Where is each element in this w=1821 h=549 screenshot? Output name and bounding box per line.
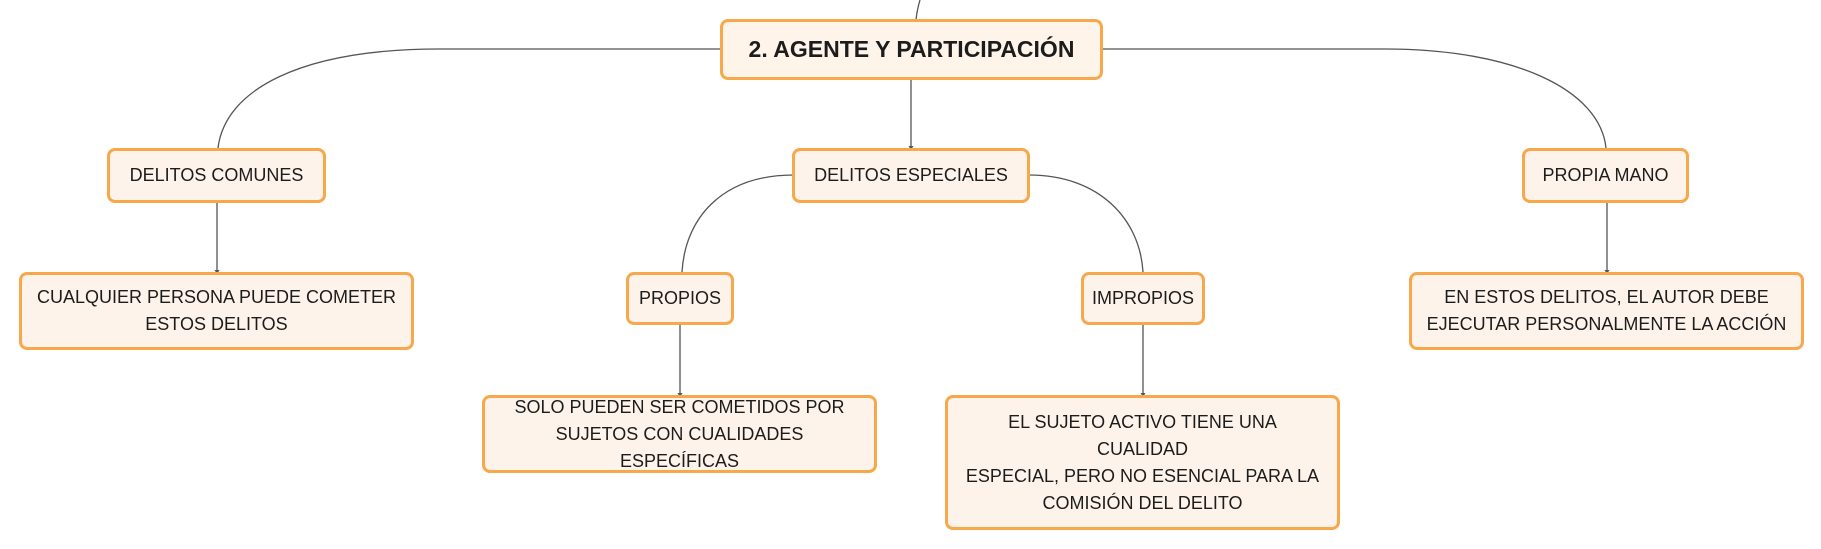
connector-root-delitos-comunes: [217, 48, 722, 149]
leaf-impropios[interactable]: EL SUJETO ACTIVO TIENE UNA CUALIDAD ESPE…: [945, 395, 1340, 530]
branch-propia-mano[interactable]: PROPIA MANO: [1522, 148, 1689, 203]
leaf-propia-mano[interactable]: EN ESTOS DELITOS, EL AUTOR DEBE EJECUTAR…: [1409, 272, 1804, 350]
connector-root-propia-mano: [1101, 48, 1607, 149]
connector-especiales-impropios: [1028, 174, 1144, 273]
branch-delitos-especiales-label: DELITOS ESPECIALES: [814, 165, 1008, 185]
sub-branch-impropios-label: IMPROPIOS: [1092, 288, 1195, 308]
leaf-delitos-comunes-text: CUALQUIER PERSONA PUEDE COMETER ESTOS DE…: [36, 287, 397, 334]
sub-branch-propios[interactable]: PROPIOS: [626, 272, 734, 325]
leaf-propios[interactable]: SOLO PUEDEN SER COMETIDOS POR SUJETOS CO…: [482, 395, 877, 473]
branch-propia-mano-label: PROPIA MANO: [1542, 165, 1669, 185]
sub-branch-propios-label: PROPIOS: [638, 288, 722, 308]
root-topic-label: 2. AGENTE Y PARTICIPACIÓN: [748, 36, 1075, 62]
root-topic-node[interactable]: 2. AGENTE Y PARTICIPACIÓN: [720, 19, 1103, 80]
leaf-delitos-comunes[interactable]: CUALQUIER PERSONA PUEDE COMETER ESTOS DE…: [19, 272, 414, 350]
branch-delitos-comunes[interactable]: DELITOS COMUNES: [107, 148, 326, 203]
leaf-propios-text: SOLO PUEDEN SER COMETIDOS POR SUJETOS CO…: [514, 396, 845, 471]
leaf-propia-mano-text: EN ESTOS DELITOS, EL AUTOR DEBE EJECUTAR…: [1426, 287, 1787, 334]
branch-delitos-comunes-label: DELITOS COMUNES: [129, 165, 304, 185]
branch-delitos-especiales[interactable]: DELITOS ESPECIALES: [792, 148, 1030, 203]
connector-parent-root: [915, 0, 921, 21]
connector-especiales-propios: [681, 174, 795, 273]
leaf-impropios-text: EL SUJETO ACTIVO TIENE UNA CUALIDAD ESPE…: [965, 411, 1320, 513]
sub-branch-impropios[interactable]: IMPROPIOS: [1081, 272, 1205, 325]
